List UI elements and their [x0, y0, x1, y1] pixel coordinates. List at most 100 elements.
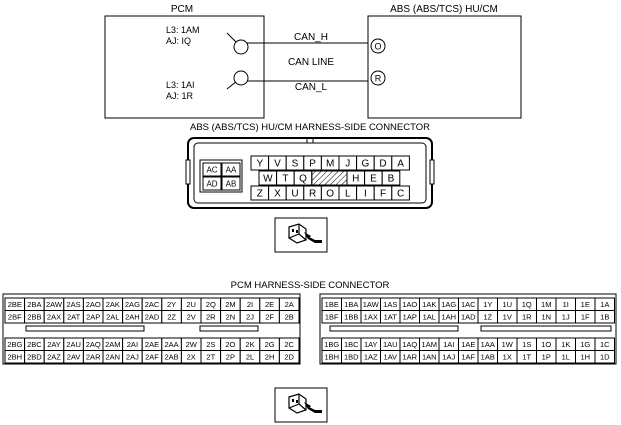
abs-pin-label: S	[292, 159, 299, 170]
pcm-terminal-l	[233, 70, 249, 86]
pcm-pin-label: 1M	[541, 300, 551, 309]
connector-key-slot	[480, 325, 612, 332]
blank-pin	[311, 170, 348, 186]
abs-pin-h	[370, 38, 386, 54]
abs-title: ABS (ABS/TCS) HU/CM	[390, 4, 498, 15]
pcm-pin-label: 2I	[247, 300, 253, 309]
pcm-pin-label: 1AN	[422, 352, 437, 361]
pcm-pin-label: 1J	[562, 312, 570, 321]
pcm-pin-label: 1BC	[344, 340, 359, 349]
abs-pin-label: P	[309, 159, 316, 170]
pcm-pin-label: 1AW	[363, 300, 380, 309]
pcm-pin-label: 2AX	[47, 312, 61, 321]
pcm-pin-label: 2X	[187, 352, 196, 361]
pcm-pin-label: 2AP	[86, 312, 100, 321]
pcm-pin-label: 1E	[581, 300, 590, 309]
pcm-pin-label: 1F	[581, 312, 590, 321]
pcm-pin-label: 2S	[206, 340, 215, 349]
pcm-pin-label: 1H	[580, 352, 590, 361]
pcm-pin-label: 2AM	[105, 340, 120, 349]
pin-cell	[594, 310, 615, 324]
pcm-pin-label: 1A	[600, 300, 609, 309]
pcm-pin-label: 1T	[522, 352, 531, 361]
pcm-pin-label: 2Q	[206, 300, 216, 309]
pcm-pin-label: 2AS	[67, 300, 81, 309]
pcm-pin-label: 2BH	[8, 352, 23, 361]
connector-key-slot	[329, 325, 459, 332]
pcm-pin-label: 2AV	[67, 352, 81, 361]
pin-cell	[278, 350, 300, 364]
pin-cell	[381, 170, 401, 186]
abs-pin-label: AB	[226, 179, 237, 188]
pcm-pin-label: 2BG	[7, 340, 22, 349]
pcm-pin-label: 2AJ	[126, 352, 139, 361]
abs-pin-label: AC	[206, 165, 217, 174]
pcm-pin-label: 2Z	[167, 312, 176, 321]
pcm-pin-label: 1AF	[461, 352, 475, 361]
pcm-pin-label: 2AU	[66, 340, 81, 349]
pcm-pin-label: 1K	[561, 340, 570, 349]
can-l-label: CAN_L	[295, 82, 328, 93]
pcm-pin-label: 1O	[541, 340, 551, 349]
pcm-pin-label: 2BF	[8, 312, 22, 321]
pcm-pin-label: 2AL	[106, 312, 119, 321]
pcm-pin-label: 1AE	[461, 340, 475, 349]
pcm-pin-label: 1R	[522, 312, 532, 321]
abs-pin-label: M	[326, 159, 334, 170]
pcm-pin-label: 1D	[600, 352, 610, 361]
pcm-pin-label: 2L	[246, 352, 254, 361]
pcm-pin-label: 2BE	[8, 300, 22, 309]
abs-pin-label: A	[397, 159, 404, 170]
abs-pin-label: W	[263, 174, 273, 185]
abs-pin-label: G	[362, 159, 370, 170]
pcm-pin-label: 1I	[563, 300, 569, 309]
can-h-label: CAN_H	[294, 32, 328, 43]
pcm-pin-label: 2U	[186, 300, 196, 309]
abs-pin-label: J	[345, 159, 350, 170]
pcm-pin-label: 2AC	[145, 300, 160, 309]
abs-pin-h-label: O	[374, 42, 381, 52]
abs-pin-label: E	[370, 174, 377, 185]
pcm-pin-label: 1C	[600, 340, 610, 349]
pcm-pin-label: 2AN	[106, 352, 121, 361]
pcm-pin-label: 1Y	[483, 300, 492, 309]
pcm-pin-label: 1AH	[441, 312, 456, 321]
abs-pin-label: T	[282, 174, 288, 185]
abs-connector-title: ABS (ABS/TCS) HU/CM HARNESS-SIDE CONNECT…	[190, 122, 430, 133]
pcm-pin-label: 1G	[580, 340, 590, 349]
pcm-pin-label: 2H	[265, 352, 275, 361]
pcm-pin-label: 1AU	[383, 340, 398, 349]
pcm-pin-label: 1AV	[383, 352, 397, 361]
pin-cell	[202, 162, 222, 177]
pcm-pin-label: 2A	[285, 300, 294, 309]
abs-pin-label: F	[380, 189, 386, 200]
pcm-pin-label: 1Z	[483, 312, 492, 321]
pcm-pin-label: 2AA	[165, 340, 179, 349]
pcm-box	[104, 15, 265, 119]
pcm-connector-right	[319, 293, 617, 365]
pin-cell	[202, 176, 222, 191]
pcm-terminal-h	[233, 39, 249, 55]
pcm-pin-label: 1Q	[522, 300, 532, 309]
abs-pin-label: Y	[256, 159, 263, 170]
pcm-pin-label: 2N	[226, 312, 236, 321]
pcm-pin-label: 1AZ	[364, 352, 378, 361]
abs-pin-label: AD	[206, 179, 217, 188]
pcm-pin-label: 1AA	[481, 340, 495, 349]
pcm-pin-label: 1AP	[403, 312, 417, 321]
pcm-pin-label: 1BD	[344, 352, 359, 361]
pcm-pin-label: 2V	[187, 312, 196, 321]
pin-cell	[594, 350, 615, 364]
pcm-pin-label: 1V	[503, 312, 512, 321]
pin-cell	[391, 185, 410, 201]
pin-cell	[391, 155, 410, 171]
pcm-pin-label: 1AO	[402, 300, 417, 309]
pcm-pin-label: 2AT	[67, 312, 81, 321]
pcm-pin-label: 2AO	[86, 300, 101, 309]
pcm-pin-label: 1S	[522, 340, 531, 349]
abs-pin-label: I	[364, 189, 367, 200]
pcm-pin-label: 1AR	[402, 352, 417, 361]
pcm-pin-label: 1AK	[422, 300, 436, 309]
abs-box	[367, 15, 522, 119]
pcm-pin-label: 1AY	[364, 340, 378, 349]
